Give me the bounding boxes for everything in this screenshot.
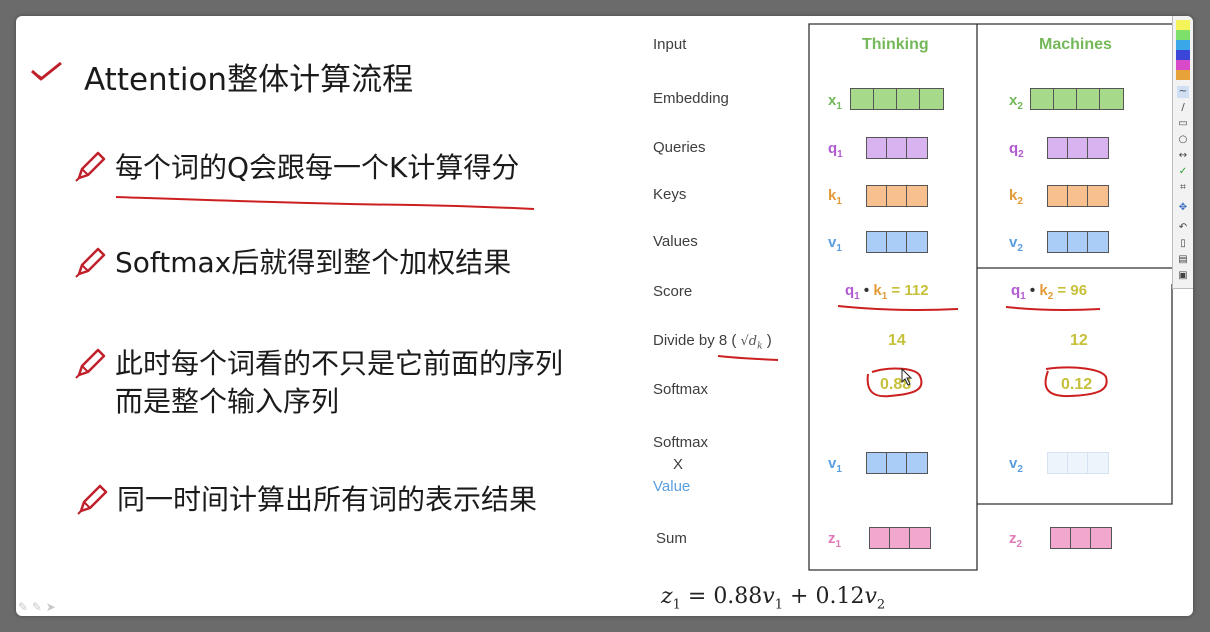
- ellipse-icon[interactable]: ○: [1178, 134, 1188, 145]
- row-label-input: Input: [653, 36, 687, 53]
- red-underline-annotation: [1005, 306, 1101, 312]
- pen-tool-icon[interactable]: ✎: [31, 600, 42, 614]
- vector-label-weighted-v2: v2: [1009, 455, 1023, 475]
- query-vector-q1: [866, 137, 928, 159]
- red-underline-annotation: [837, 305, 959, 311]
- row-label-queries: Queries: [653, 139, 706, 156]
- bullet-text: 而是整个输入序列: [115, 385, 340, 418]
- pencil-icon: [75, 348, 106, 379]
- embedding-vector-x2: [1030, 88, 1124, 110]
- slide: Attention整体计算流程 每个词的Q会跟每一个K计算得分 Softmax后…: [16, 16, 1193, 616]
- value-vector-v2: [1047, 231, 1109, 253]
- vector-label-v1: v1: [828, 234, 842, 254]
- crop-icon[interactable]: ⌗: [1180, 182, 1186, 193]
- slide-nav-icons[interactable]: ✎ ✎ ➤: [18, 600, 56, 614]
- key-vector-k2: [1047, 185, 1109, 207]
- key-vector-k1: [866, 185, 928, 207]
- sum-vector-z2: [1050, 527, 1112, 549]
- arrow-icon[interactable]: ↔: [1178, 150, 1188, 161]
- vector-label-v2: v2: [1009, 234, 1023, 254]
- query-vector-q2: [1047, 137, 1109, 159]
- pencil-icon: [75, 247, 106, 278]
- bullet-text: 每个词的Q会跟每一个K计算得分: [115, 151, 520, 184]
- red-circle-annotation: [1044, 366, 1108, 398]
- color-swatches-icon[interactable]: [1176, 20, 1190, 82]
- mouse-cursor-icon: [901, 368, 913, 386]
- red-underline-annotation: [717, 355, 779, 361]
- score-thinking: q1 • k1 = 112: [845, 282, 929, 302]
- undo-icon[interactable]: ↶: [1178, 222, 1188, 233]
- vector-label-x1: x1: [828, 92, 842, 112]
- vector-label-k1: k1: [828, 187, 842, 207]
- line-icon[interactable]: /: [1181, 102, 1185, 113]
- cursor-icon[interactable]: ➤: [45, 600, 56, 614]
- vector-label-z1: z1: [828, 530, 842, 550]
- pencil-icon: [77, 484, 108, 515]
- weighted-value-vector-v2: [1047, 452, 1109, 474]
- check-icon[interactable]: ✓: [1178, 166, 1188, 177]
- row-label-softmax-x-value: Softmax X Value: [653, 434, 709, 495]
- bullet-text: Softmax后就得到整个加权结果: [115, 246, 512, 279]
- vector-label-z2: z2: [1009, 530, 1023, 550]
- squiggle-icon[interactable]: ~: [1177, 86, 1189, 98]
- red-circle-annotation: [866, 367, 923, 398]
- score-machines: q1 • k2 = 96: [1011, 282, 1088, 302]
- annotation-toolbar[interactable]: ~ / ▭ ○ ↔ ✓ ⌗ ✥ ↶ ▯ ▤ ▣: [1172, 16, 1193, 289]
- row-label-keys: Keys: [653, 186, 687, 203]
- softmax-machines: 0.12: [1061, 376, 1093, 393]
- document-icon[interactable]: ▯: [1180, 238, 1186, 249]
- red-underline-annotation: [115, 196, 535, 210]
- row-label-divide: Divide by 8 ( √dk ): [653, 332, 772, 352]
- divided-score-machines: 12: [1070, 332, 1088, 349]
- rectangle-icon[interactable]: ▭: [1178, 118, 1188, 129]
- vector-label-k2: k2: [1009, 187, 1023, 207]
- row-label-score: Score: [653, 283, 693, 300]
- column-header-thinking: Thinking: [862, 36, 929, 53]
- pencil-icon: [75, 151, 106, 182]
- row-label-sum: Sum: [656, 530, 687, 547]
- print-icon[interactable]: ▤: [1178, 254, 1188, 265]
- row-label-embedding: Embedding: [653, 90, 729, 107]
- vector-label-q1: q1: [828, 140, 843, 160]
- bullet-text: 同一时间计算出所有词的表示结果: [117, 483, 538, 516]
- row-label-softmax: Softmax: [653, 381, 709, 398]
- divided-score-thinking: 14: [888, 332, 906, 349]
- vector-label-x2: x2: [1009, 92, 1023, 112]
- attention-formula: z1 = 0.88v1 + 0.12v2: [661, 584, 886, 613]
- row-label-values: Values: [653, 233, 698, 250]
- column-header-machines: Machines: [1039, 36, 1112, 53]
- vector-label-weighted-v1: v1: [828, 455, 842, 475]
- slide-title: Attention整体计算流程: [84, 62, 414, 98]
- vector-label-q2: q2: [1009, 140, 1024, 160]
- move-icon[interactable]: ✥: [1178, 202, 1188, 213]
- image-icon[interactable]: ▣: [1178, 270, 1188, 281]
- bullet-text: 此时每个词看的不只是它前面的序列: [115, 347, 564, 380]
- value-vector-v1: [866, 231, 928, 253]
- pen-tool-icon[interactable]: ✎: [18, 600, 29, 614]
- embedding-vector-x1: [850, 88, 944, 110]
- weighted-value-vector-v1: [866, 452, 928, 474]
- sum-vector-z1: [869, 527, 931, 549]
- checkmark-icon: [31, 61, 62, 81]
